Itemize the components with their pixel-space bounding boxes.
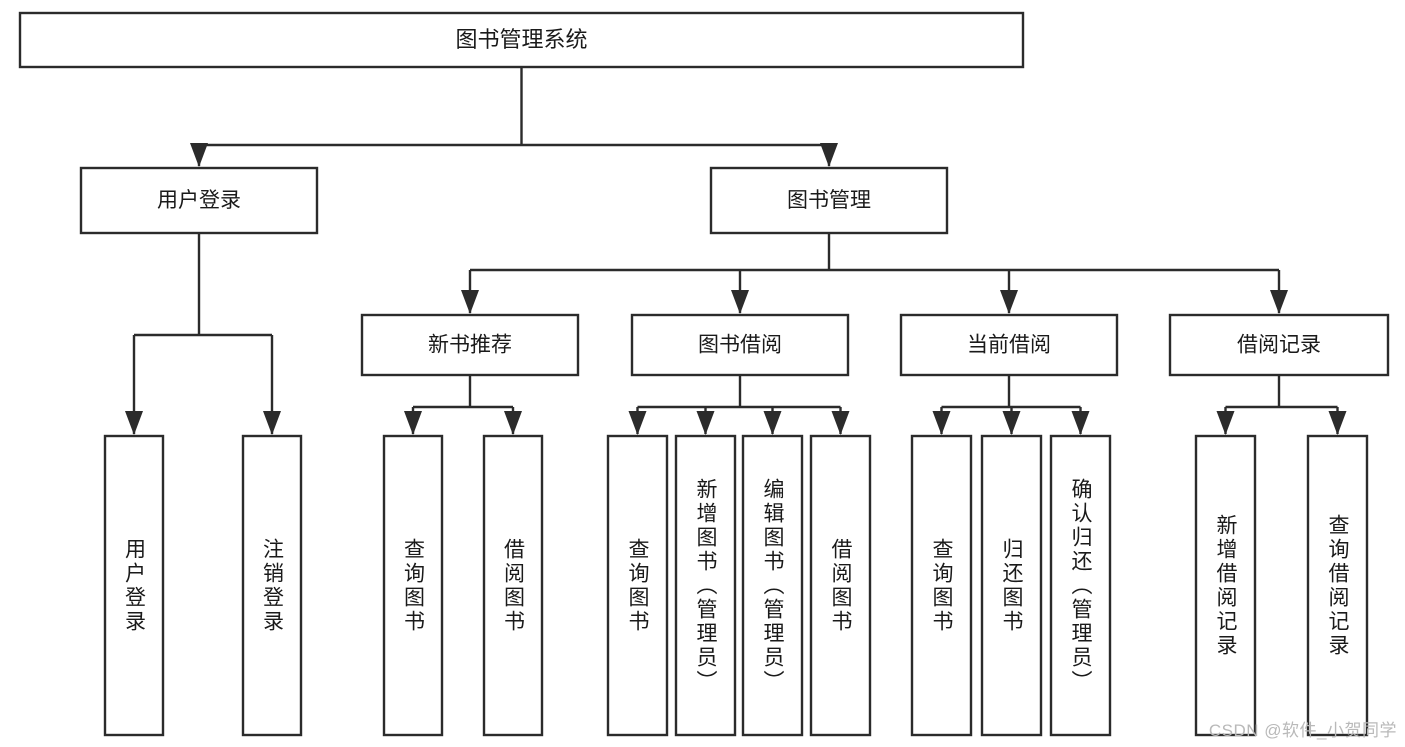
node-label-new-book-recommend: 新书推荐 xyxy=(428,334,512,357)
node-box-nbr-query-book[interactable] xyxy=(382,434,444,737)
node-box-cb-return-book[interactable] xyxy=(980,434,1043,737)
node-box-nbr-borrow-book[interactable] xyxy=(482,434,544,737)
arrow-head-icon-user-login xyxy=(190,143,208,167)
node-box-br-add-record[interactable] xyxy=(1194,434,1257,737)
node-box-bb-query-book[interactable] xyxy=(606,434,669,737)
node-box-user-logout[interactable] xyxy=(241,434,303,737)
arrow-head-icon-bb-add-book xyxy=(696,411,715,435)
node-box-user-login[interactable] xyxy=(79,166,319,235)
node-box-bb-add-book[interactable] xyxy=(674,434,737,737)
node-box-bb-borrow-book[interactable] xyxy=(809,434,872,737)
node-box-cb-confirm-return[interactable] xyxy=(1049,434,1112,737)
node-label-book-borrow: 图书借阅 xyxy=(698,334,782,357)
arrow-head-icon-nbr-query-book xyxy=(404,411,422,435)
arrow-head-icon-cb-return-book xyxy=(1002,411,1021,435)
arrow-head-icon-br-query-record xyxy=(1328,411,1347,435)
arrow-head-icon-current-borrow xyxy=(1000,290,1018,314)
arrow-head-icon-book-borrow xyxy=(731,290,749,314)
node-box-current-borrow[interactable] xyxy=(899,313,1119,377)
node-label-borrow-records: 借阅记录 xyxy=(1237,334,1321,357)
node-box-borrow-records[interactable] xyxy=(1168,313,1390,377)
arrow-head-icon-borrow-records xyxy=(1270,290,1288,314)
node-label-book-management: 图书管理 xyxy=(787,189,871,212)
boxes-layer xyxy=(18,11,1390,737)
node-label-root: 图书管理系统 xyxy=(455,27,587,52)
arrow-head-icon-new-book-recommend xyxy=(461,290,479,314)
node-box-br-query-record[interactable] xyxy=(1306,434,1369,737)
arrow-head-icon-cb-query-book xyxy=(932,411,951,435)
node-box-root[interactable] xyxy=(18,11,1025,69)
node-box-user-login-do[interactable] xyxy=(103,434,165,737)
watermark: CSDN @软件_小贺同学 xyxy=(1208,721,1397,740)
node-box-book-management[interactable] xyxy=(709,166,949,235)
node-box-book-borrow[interactable] xyxy=(630,313,850,377)
connectors-layer xyxy=(125,67,1347,435)
arrow-head-icon-user-logout xyxy=(263,411,281,435)
arrow-head-icon-user-login-do xyxy=(125,411,143,435)
arrow-head-icon-br-add-record xyxy=(1216,411,1235,435)
arrow-head-icon-cb-confirm-return xyxy=(1071,411,1090,435)
arrow-head-icon-nbr-borrow-book xyxy=(504,411,522,435)
arrow-head-icon-bb-edit-book xyxy=(763,411,782,435)
node-box-new-book-recommend[interactable] xyxy=(360,313,580,377)
node-box-cb-query-book[interactable] xyxy=(910,434,973,737)
node-box-bb-edit-book[interactable] xyxy=(741,434,804,737)
arrow-head-icon-bb-query-book xyxy=(628,411,647,435)
arrow-head-icon-bb-borrow-book xyxy=(831,411,850,435)
arrow-head-icon-book-management xyxy=(820,143,838,167)
node-label-user-login: 用户登录 xyxy=(157,189,241,212)
node-label-current-borrow: 当前借阅 xyxy=(967,334,1051,357)
